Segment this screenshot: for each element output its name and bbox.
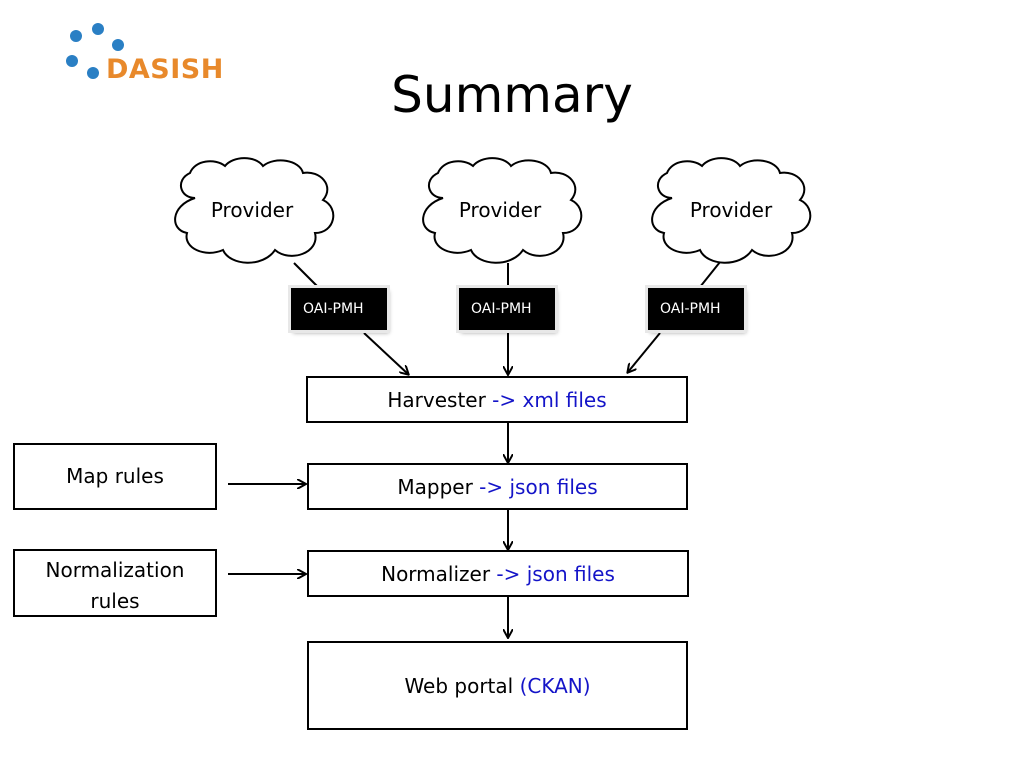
arrow-to-harvester-1 (363, 332, 408, 374)
mapper-name: Mapper (397, 474, 473, 499)
web-portal-name: Web portal (404, 673, 514, 698)
page-title: Summary (391, 66, 633, 124)
web-portal-box: Web portal (CKAN) (307, 641, 688, 730)
map-rules-label: Map rules (66, 464, 164, 488)
provider-cloud-1 (174, 157, 335, 264)
normalizer-box: Normalizer -> json files (307, 550, 689, 597)
oai-pmh-box-1: OAI-PMH (291, 288, 387, 330)
logo-dots-icon (66, 23, 124, 79)
normalization-rules-line2: rules (90, 589, 140, 613)
normalization-rules-box: Normalization rules (13, 549, 217, 617)
normalizer-output: -> json files (496, 561, 615, 586)
arrow-to-harvester-3 (628, 332, 661, 372)
mapper-box: Mapper -> json files (307, 463, 688, 510)
dasish-logo (62, 20, 272, 95)
map-rules-box: Map rules (13, 443, 217, 510)
normalizer-name: Normalizer (381, 561, 491, 586)
mapper-output: -> json files (479, 474, 598, 499)
web-portal-output: (CKAN) (519, 673, 591, 698)
normalization-rules-line1: Normalization (45, 558, 185, 582)
harvester-name: Harvester (387, 387, 486, 412)
harvester-output: -> xml files (492, 387, 607, 412)
oai-pmh-box-2: OAI-PMH (459, 288, 555, 330)
logo-text: DASISH (106, 54, 224, 85)
harvester-box: Harvester -> xml files (306, 376, 688, 423)
provider-cloud-2 (422, 157, 583, 264)
connector-line (293, 262, 319, 288)
oai-pmh-box-3: OAI-PMH (648, 288, 744, 330)
provider-label-2: Provider (458, 198, 542, 222)
provider-cloud-3 (651, 157, 812, 264)
provider-label-1: Provider (210, 198, 294, 222)
connector-line (699, 261, 721, 288)
provider-label-3: Provider (689, 198, 773, 222)
